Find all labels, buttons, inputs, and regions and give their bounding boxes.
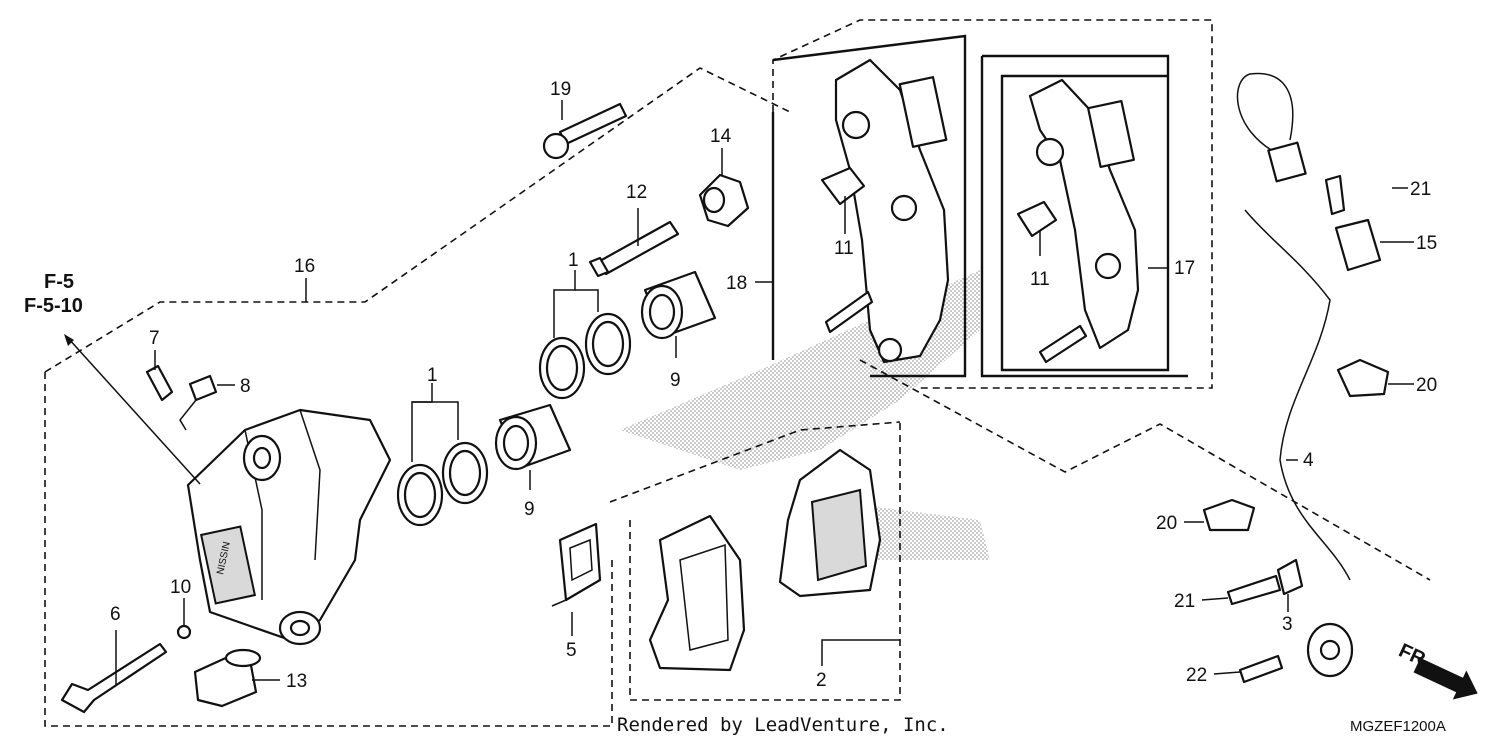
- part-seals-left: [396, 441, 489, 527]
- callout-10: 10: [170, 577, 191, 598]
- part-bleeder: [145, 364, 218, 431]
- part-sensor-wire: [1236, 72, 1354, 678]
- callout-20a: 20: [1416, 375, 1437, 396]
- part-slide-pin: [60, 642, 168, 714]
- callout-12: 12: [626, 182, 647, 203]
- callout-9a: 9: [524, 499, 535, 520]
- callout-21b: 21: [1174, 591, 1195, 612]
- callout-22: 22: [1186, 665, 1207, 686]
- part-bracket-18: [820, 58, 950, 364]
- reference-f5: F-5: [44, 271, 74, 293]
- part-seals-right: [538, 312, 632, 400]
- callout-18: 18: [726, 273, 747, 294]
- callout-labels: 1 1 2 3 4 5 6 7 8 9 9 10 11 11 12 13 14 …: [110, 79, 1437, 692]
- callout-13: 13: [286, 671, 307, 692]
- reference-f5-10: F-5-10: [24, 295, 83, 317]
- callout-9b: 9: [670, 370, 681, 391]
- part-piston-right: [640, 270, 717, 340]
- callout-3: 3: [1282, 614, 1293, 635]
- part-brake-pads: [648, 448, 882, 672]
- callout-14: 14: [710, 126, 732, 147]
- part-pin-boot-bolt: [542, 102, 750, 278]
- part-pad-spring: [551, 522, 602, 607]
- callout-11a: 11: [834, 238, 854, 259]
- callout-4: 4: [1303, 450, 1314, 471]
- callout-11b: 11: [1030, 269, 1050, 290]
- callout-6: 6: [110, 604, 121, 625]
- callout-16: 16: [294, 256, 315, 277]
- caliper-body: NISSIN: [186, 408, 392, 646]
- callout-17: 17: [1174, 258, 1195, 279]
- part-plug: [193, 648, 262, 708]
- callout-20b: 20: [1156, 513, 1177, 534]
- callout-1b: 1: [568, 250, 579, 271]
- callout-21a: 21: [1410, 179, 1431, 200]
- leader-lines: [64, 100, 1414, 686]
- callout-15: 15: [1416, 233, 1437, 254]
- part-clamps: [1202, 174, 1390, 684]
- front-arrow-icon: [1413, 657, 1478, 700]
- callout-7: 7: [149, 328, 160, 349]
- callout-5: 5: [566, 640, 577, 661]
- callout-1a: 1: [427, 365, 438, 386]
- part-bracket-17: [1016, 78, 1140, 364]
- credit-text: Rendered by LeadVenture, Inc.: [617, 714, 949, 736]
- bracket-boxes: [771, 34, 1188, 378]
- callout-2: 2: [816, 670, 827, 691]
- diagram-code: MGZEF1200A: [1350, 718, 1446, 735]
- callout-8: 8: [240, 376, 251, 397]
- callout-19: 19: [550, 79, 571, 100]
- part-piston-left: [494, 403, 572, 471]
- part-washer: [176, 624, 192, 640]
